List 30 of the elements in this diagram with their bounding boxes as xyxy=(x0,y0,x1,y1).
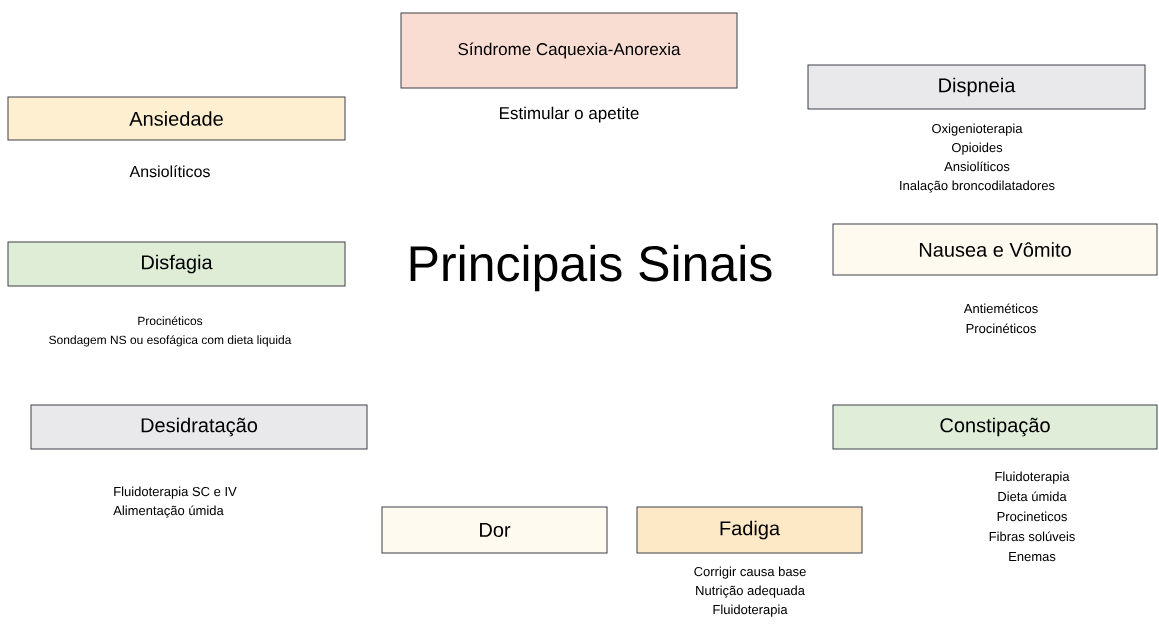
treatment-text: Procineticos xyxy=(997,511,1067,522)
treatment-text: Fibras solúveis xyxy=(989,531,1075,542)
symptom-box: Constipação xyxy=(832,404,1158,450)
symptom-box: Desidratação xyxy=(30,404,368,450)
title: Principais Sinais xyxy=(410,244,772,292)
treatment-text: Corrigir causa base xyxy=(694,566,806,579)
treatment-text: Nutrição adequada xyxy=(696,585,805,598)
treatment-text: Opioides xyxy=(951,142,1003,155)
treatment-text: Fluidoterapia SC e IV xyxy=(114,486,237,499)
treatment-text: Sondagem NS ou esofágica com dieta liquida xyxy=(49,335,292,347)
treatment-text: Alimentação úmida xyxy=(113,505,224,518)
treatment-text: Ansiolíticos xyxy=(129,165,210,178)
treatment-text: Dieta úmida xyxy=(998,491,1067,502)
treatment-text: Fluidoterapia xyxy=(713,604,788,617)
treatment-text: Estimular o apetite xyxy=(500,106,639,123)
symptom-box: Dispneia xyxy=(807,64,1146,110)
symptom-box: Dor xyxy=(381,506,608,554)
treatment-text: Procinéticos xyxy=(966,323,1036,334)
treatment-text: Antieméticos xyxy=(963,303,1038,314)
symptom-box: Ansiedade xyxy=(7,96,346,141)
treatment-text: Oxigenioterapia xyxy=(932,123,1023,136)
treatment-text: Procinéticos xyxy=(138,316,203,326)
treatment-text: Inalação broncodilatadores xyxy=(900,180,1055,193)
treatment-text: Fluidoterapia xyxy=(995,471,1070,484)
symptom-box: Nausea e Vômito xyxy=(832,223,1158,276)
symptom-box: Disfagia xyxy=(7,241,346,287)
treatment-text: Ansiolíticos xyxy=(944,161,1010,172)
symptom-box: Fadiga xyxy=(636,506,863,554)
treatment-text: Enemas xyxy=(1009,552,1056,562)
symptom-box: Síndrome Caquexia-Anorexia xyxy=(400,12,738,89)
